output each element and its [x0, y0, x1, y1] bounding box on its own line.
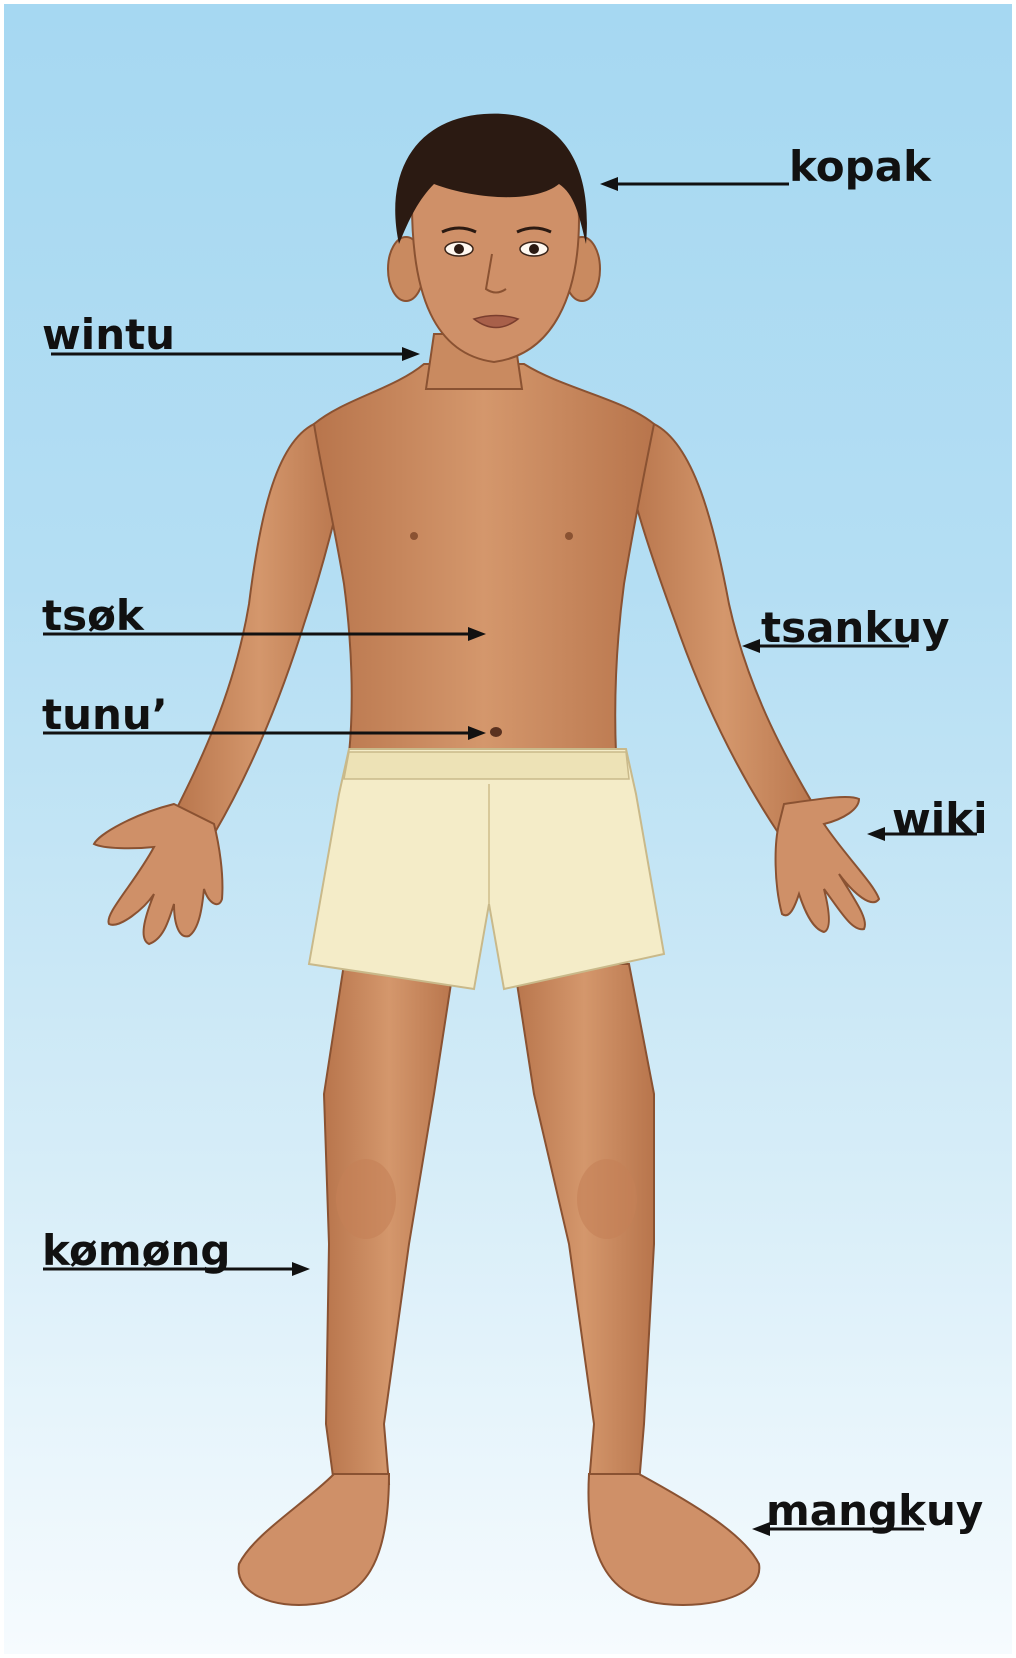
label-hand: wiki	[892, 798, 988, 840]
right-foot	[588, 1474, 759, 1605]
left-foot	[239, 1474, 389, 1605]
label-neck: wintu	[42, 314, 175, 356]
head	[388, 114, 600, 362]
label-head: kopak	[789, 146, 931, 188]
legs	[239, 964, 760, 1605]
body-parts-diagram: kopak wintu tsøk tunu’ tsankuy wiki kømø…	[4, 4, 1012, 1654]
label-arm: tsankuy	[761, 607, 950, 649]
shorts	[309, 749, 664, 989]
label-foot: mangkuy	[766, 1490, 983, 1532]
arrow-head	[600, 177, 789, 191]
left-hand	[94, 804, 222, 944]
navel	[490, 727, 502, 737]
label-chest: tsøk	[42, 595, 144, 637]
label-navel: tunu’	[42, 694, 168, 736]
torso	[314, 364, 654, 754]
right-hand	[776, 797, 879, 932]
boy-illustration	[4, 4, 1012, 1654]
label-knee: kømøng	[42, 1230, 230, 1272]
